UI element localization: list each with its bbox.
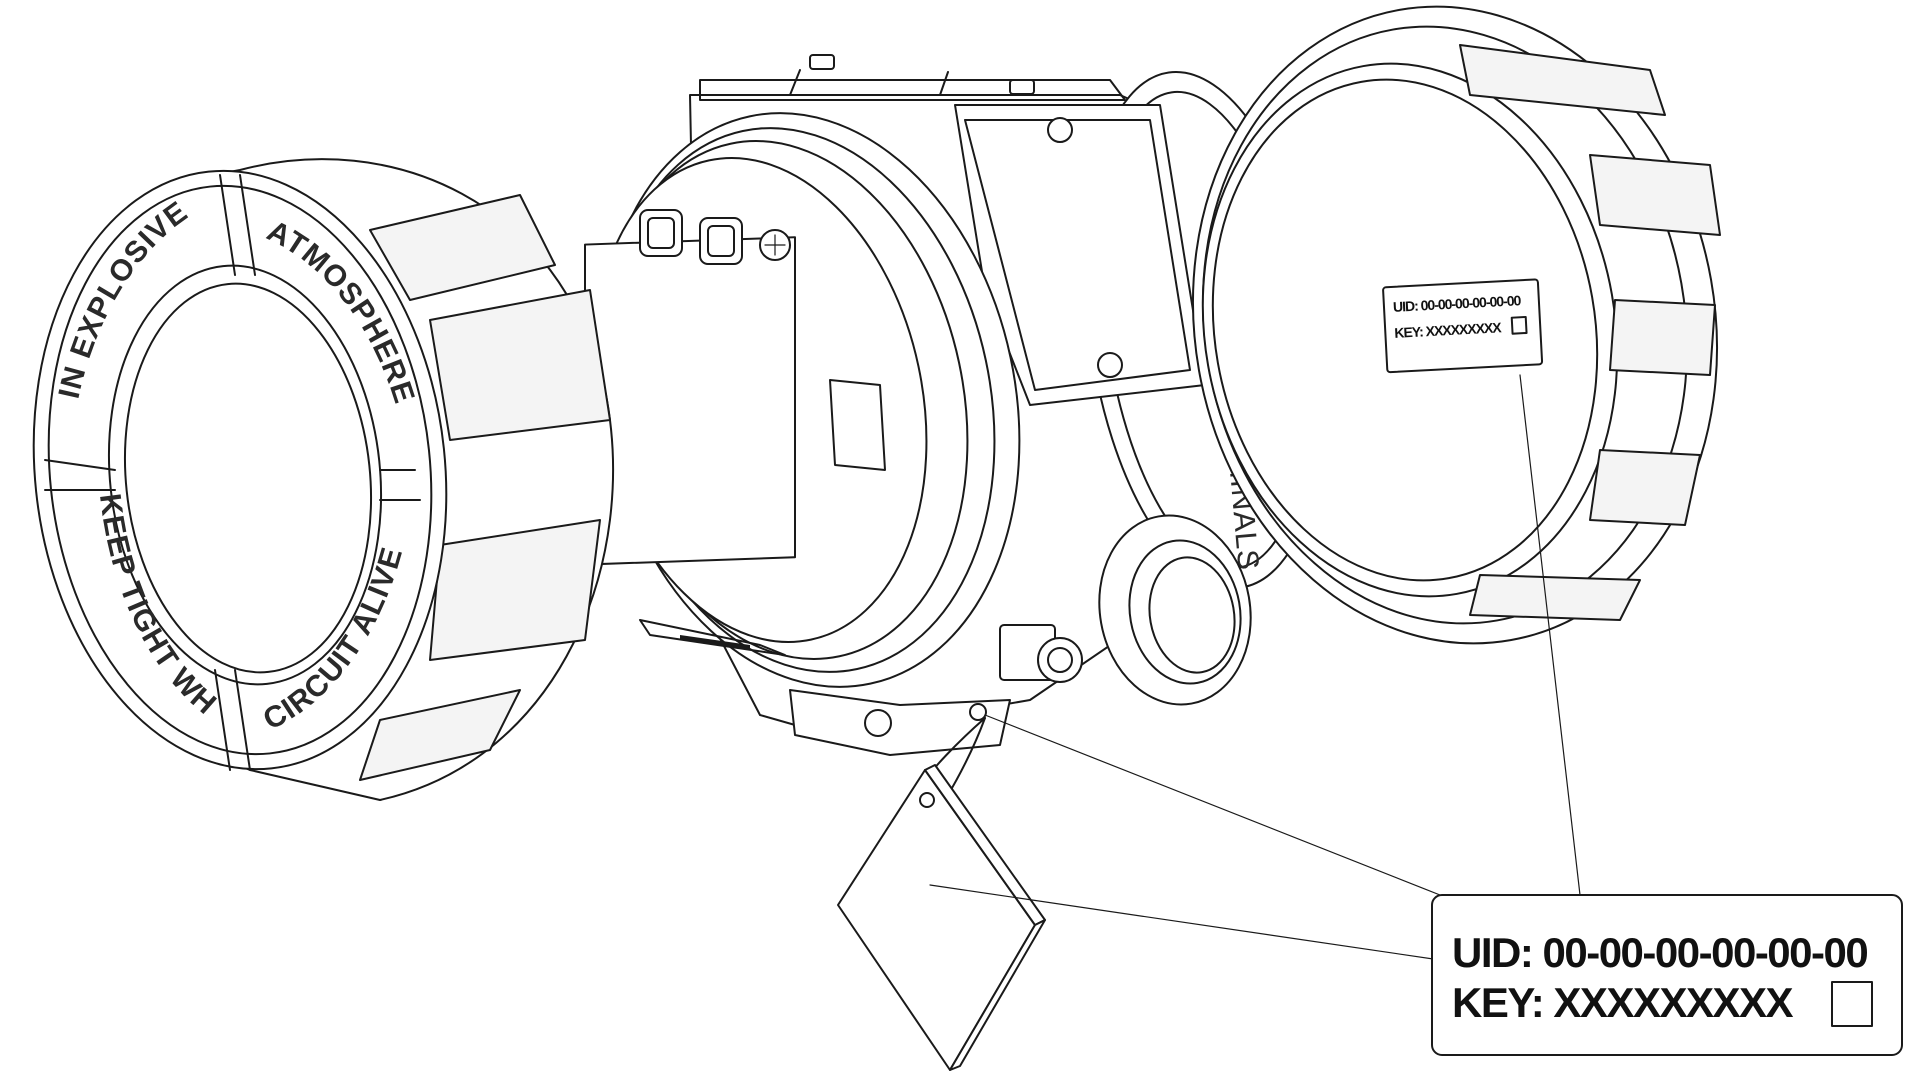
rear-cover: UID: 00-00-00-00-00-00 KEY: XXXXXXXXX <box>1191 5 1721 645</box>
tag-hole <box>969 703 987 721</box>
tag-eyelet <box>919 792 935 808</box>
svg-text:KEY: XXXXXXXXX: KEY: XXXXXXXXX <box>1394 319 1503 341</box>
bottom-screw <box>864 709 892 737</box>
callout-key: KEY: XXXXXXXXX <box>1452 979 1794 1026</box>
display-screen <box>584 236 796 566</box>
front-cover: IN EXPLOSIVE ATMOSPHERE KEEP TIGHT WHEN … <box>0 0 614 801</box>
top-screw <box>809 54 1035 95</box>
leader-lines <box>929 374 1581 961</box>
ground-clamp <box>999 624 1083 683</box>
plate-screw <box>1047 117 1073 143</box>
svg-text:UID: 00-00-00-00-00-00: UID: 00-00-00-00-00-00 <box>1393 292 1522 315</box>
display-module <box>584 209 886 656</box>
side-access-plate <box>954 104 1206 406</box>
button-left <box>639 209 683 257</box>
callout-uid: UID: 00-00-00-00-00-00 <box>1452 929 1867 976</box>
plate-screw <box>1097 352 1123 378</box>
button-right <box>699 217 743 265</box>
callout-checkbox <box>1831 981 1873 1027</box>
callout-id-label: UID: 00-00-00-00-00-00 KEY: XXXXXXXXX <box>1431 894 1903 1056</box>
conduit-entry <box>1098 514 1252 706</box>
hanging-tag <box>837 717 1046 1071</box>
cover-id-label: UID: 00-00-00-00-00-00 KEY: XXXXXXXXX <box>1382 278 1544 374</box>
